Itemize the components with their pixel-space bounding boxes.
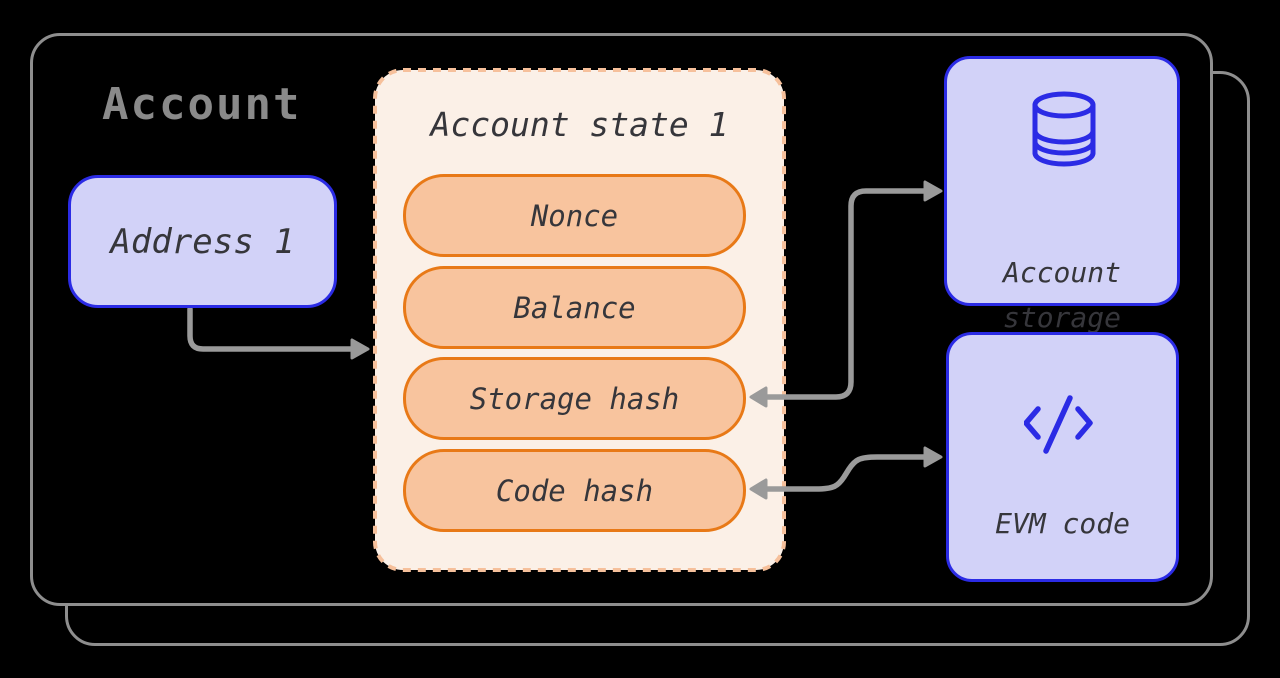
pill-code-hash-label: Code hash	[495, 473, 654, 508]
pill-balance-label: Balance	[513, 290, 636, 325]
account-storage-label-line2: storage	[1002, 301, 1121, 334]
pill-code-hash: Code hash	[403, 449, 746, 532]
account-card-title: Account	[102, 79, 302, 130]
account-storage-box: Account storage	[944, 56, 1180, 334]
evm-code-label: EVM code	[995, 507, 1130, 540]
account-storage-label-line1: Account	[1002, 256, 1121, 289]
address-box-label: Address 1	[110, 221, 295, 262]
evm-code-box: EVM code	[946, 332, 1179, 582]
account-state-title: Account state 1	[430, 105, 729, 144]
pill-balance: Balance	[403, 266, 746, 349]
database-icon	[1032, 91, 1096, 167]
pill-nonce: Nonce	[403, 174, 746, 257]
pill-nonce-label: Nonce	[530, 198, 619, 233]
pill-storage-hash-label: Storage hash	[469, 381, 680, 416]
pill-storage-hash: Storage hash	[403, 357, 746, 440]
address-box: Address 1	[68, 175, 337, 308]
code-icon	[1024, 395, 1093, 454]
